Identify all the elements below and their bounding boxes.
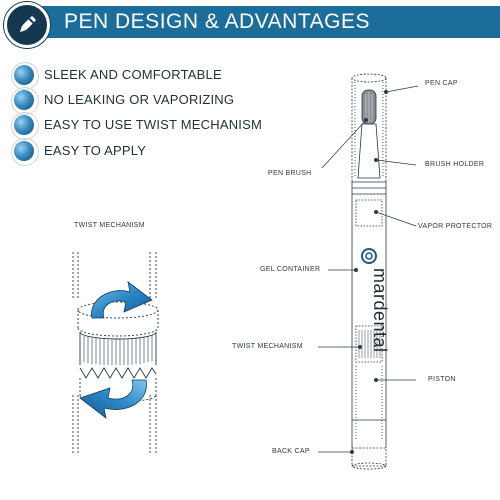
sphere-bullet-icon — [14, 141, 34, 161]
sphere-bullet-icon — [14, 65, 34, 85]
label-vapor-protector: VAPOR PROTECTOR — [418, 223, 493, 230]
feature-label: EASY TO USE TWIST MECHANISM — [44, 117, 263, 132]
feature-label: SLEEK AND COMFORTABLE — [44, 67, 222, 82]
header-bar — [40, 6, 500, 38]
label-twist-mechanism: TWIST MECHANISM — [232, 343, 303, 350]
pen-diagram — [351, 73, 387, 470]
pen-icon — [4, 2, 50, 48]
label-gel-container: GEL CONTAINER — [260, 266, 321, 273]
header: PEN DESIGN & ADVANTAGES — [0, 0, 500, 50]
sphere-bullet-icon — [14, 115, 34, 135]
label-back-cap: BACK CAP — [272, 448, 310, 455]
label-brush-holder: BRUSH HOLDER — [425, 161, 485, 168]
twist-detail-label: TWIST MECHANISM — [74, 222, 145, 229]
leader-lines — [318, 85, 419, 454]
pen-brand-text: mardental — [370, 268, 390, 353]
label-piston: PISTON — [428, 376, 456, 383]
bullet-ring — [11, 138, 39, 166]
feature-label: NO LEAKING OR VAPORIZING — [44, 92, 235, 107]
label-pen-brush: PEN BRUSH — [268, 170, 312, 177]
mardental-logo-icon — [361, 248, 377, 264]
label-pen-cap: PEN CAP — [425, 80, 458, 87]
rotation-arrow-icon — [79, 281, 153, 419]
feature-label: EASY TO APPLY — [44, 143, 147, 158]
sphere-bullet-icon — [14, 90, 34, 110]
page-title: PEN DESIGN & ADVANTAGES — [64, 10, 370, 33]
twist-mechanism-detail — [72, 252, 159, 455]
